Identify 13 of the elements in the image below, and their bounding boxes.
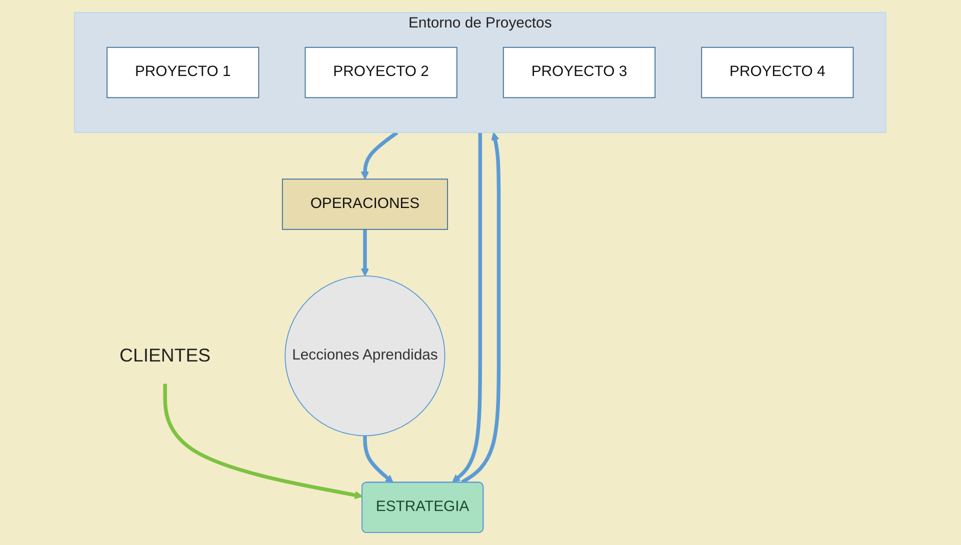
node-box: PROYECTO 4 — [701, 46, 854, 98]
arrow — [164, 384, 364, 500]
arrow — [361, 229, 370, 276]
node-box: OPERACIONES — [282, 178, 448, 230]
arrow — [361, 131, 399, 180]
node-box: PROYECTO 3 — [503, 46, 656, 98]
node-text: CLIENTES — [120, 346, 211, 366]
arrow — [452, 132, 482, 483]
arrow — [461, 132, 501, 484]
node-circle: Lecciones Aprendidas — [285, 276, 446, 436]
node-box: PROYECTO 1 — [106, 46, 260, 98]
arrow — [363, 436, 394, 484]
node-box: PROYECTO 2 — [305, 46, 458, 98]
